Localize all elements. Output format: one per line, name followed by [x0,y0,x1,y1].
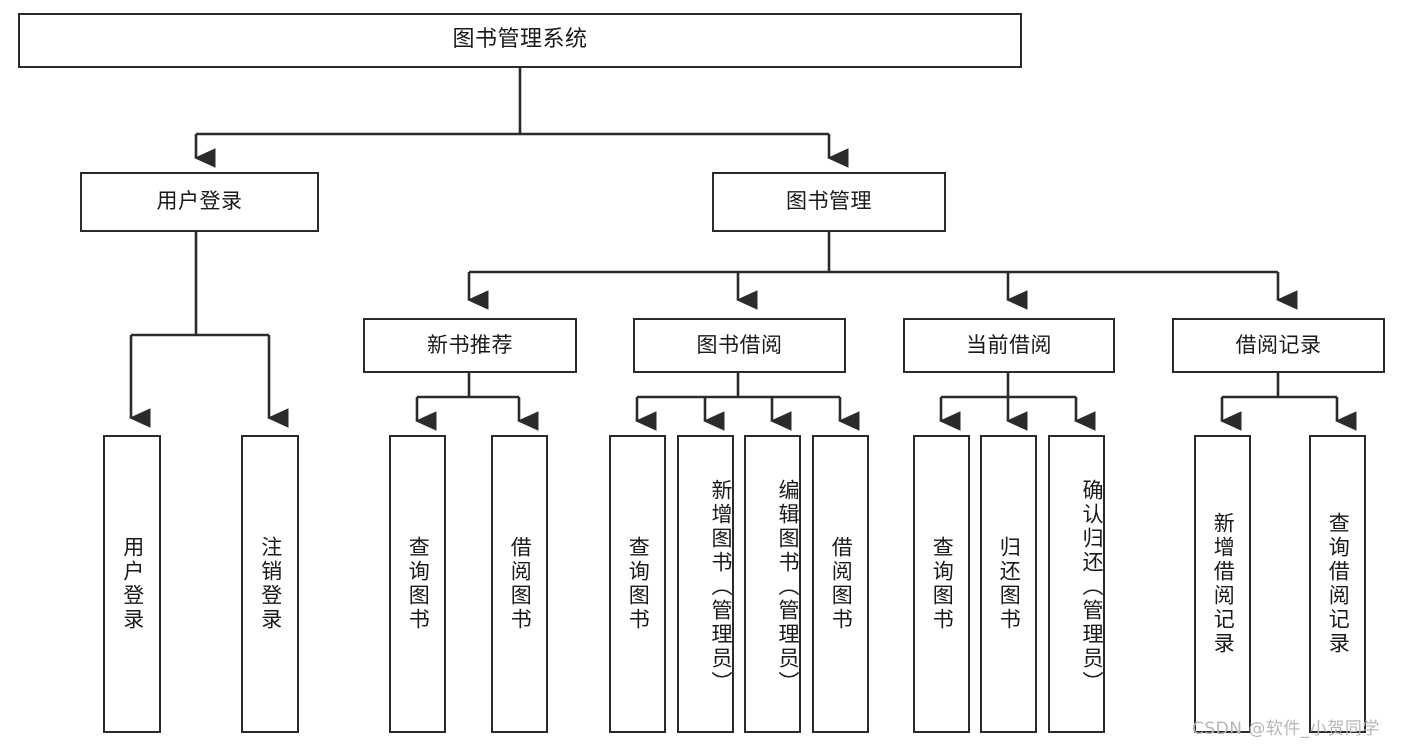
leaf-borrow-record-add[interactable]: 新增借阅记录 [1194,435,1251,733]
leaf-borrow-record-query[interactable]: 查询借阅记录 [1309,435,1366,733]
leaf-new-book-borrow[interactable]: 借阅图书 [491,435,548,733]
node-new-book-recommend[interactable]: 新书推荐 [363,318,577,373]
leaf-book-borrow-add[interactable]: 新增图书（管理员） [677,435,734,733]
leaf-user-login-logout[interactable]: 注销登录 [241,435,299,733]
node-user-login[interactable]: 用户登录 [80,172,319,232]
node-book-management[interactable]: 图书管理 [712,172,946,232]
leaf-current-borrow-confirm-return[interactable]: 确认归还（管理员） [1048,435,1105,733]
node-borrow-record[interactable]: 借阅记录 [1172,318,1385,373]
leaf-new-book-query[interactable]: 查询图书 [389,435,446,733]
leaf-book-borrow-query[interactable]: 查询图书 [609,435,666,733]
leaf-book-borrow-lend[interactable]: 借阅图书 [812,435,869,733]
leaf-book-borrow-edit[interactable]: 编辑图书（管理员） [744,435,801,733]
leaf-current-borrow-query[interactable]: 查询图书 [913,435,970,733]
leaf-current-borrow-return[interactable]: 归还图书 [980,435,1037,733]
node-current-borrow[interactable]: 当前借阅 [903,318,1115,373]
node-root-system[interactable]: 图书管理系统 [18,13,1022,68]
node-book-borrow[interactable]: 图书借阅 [633,318,846,373]
leaf-user-login-login[interactable]: 用户登录 [103,435,161,733]
csdn-watermark: CSDN @软件_小贺同学 [1192,719,1380,739]
